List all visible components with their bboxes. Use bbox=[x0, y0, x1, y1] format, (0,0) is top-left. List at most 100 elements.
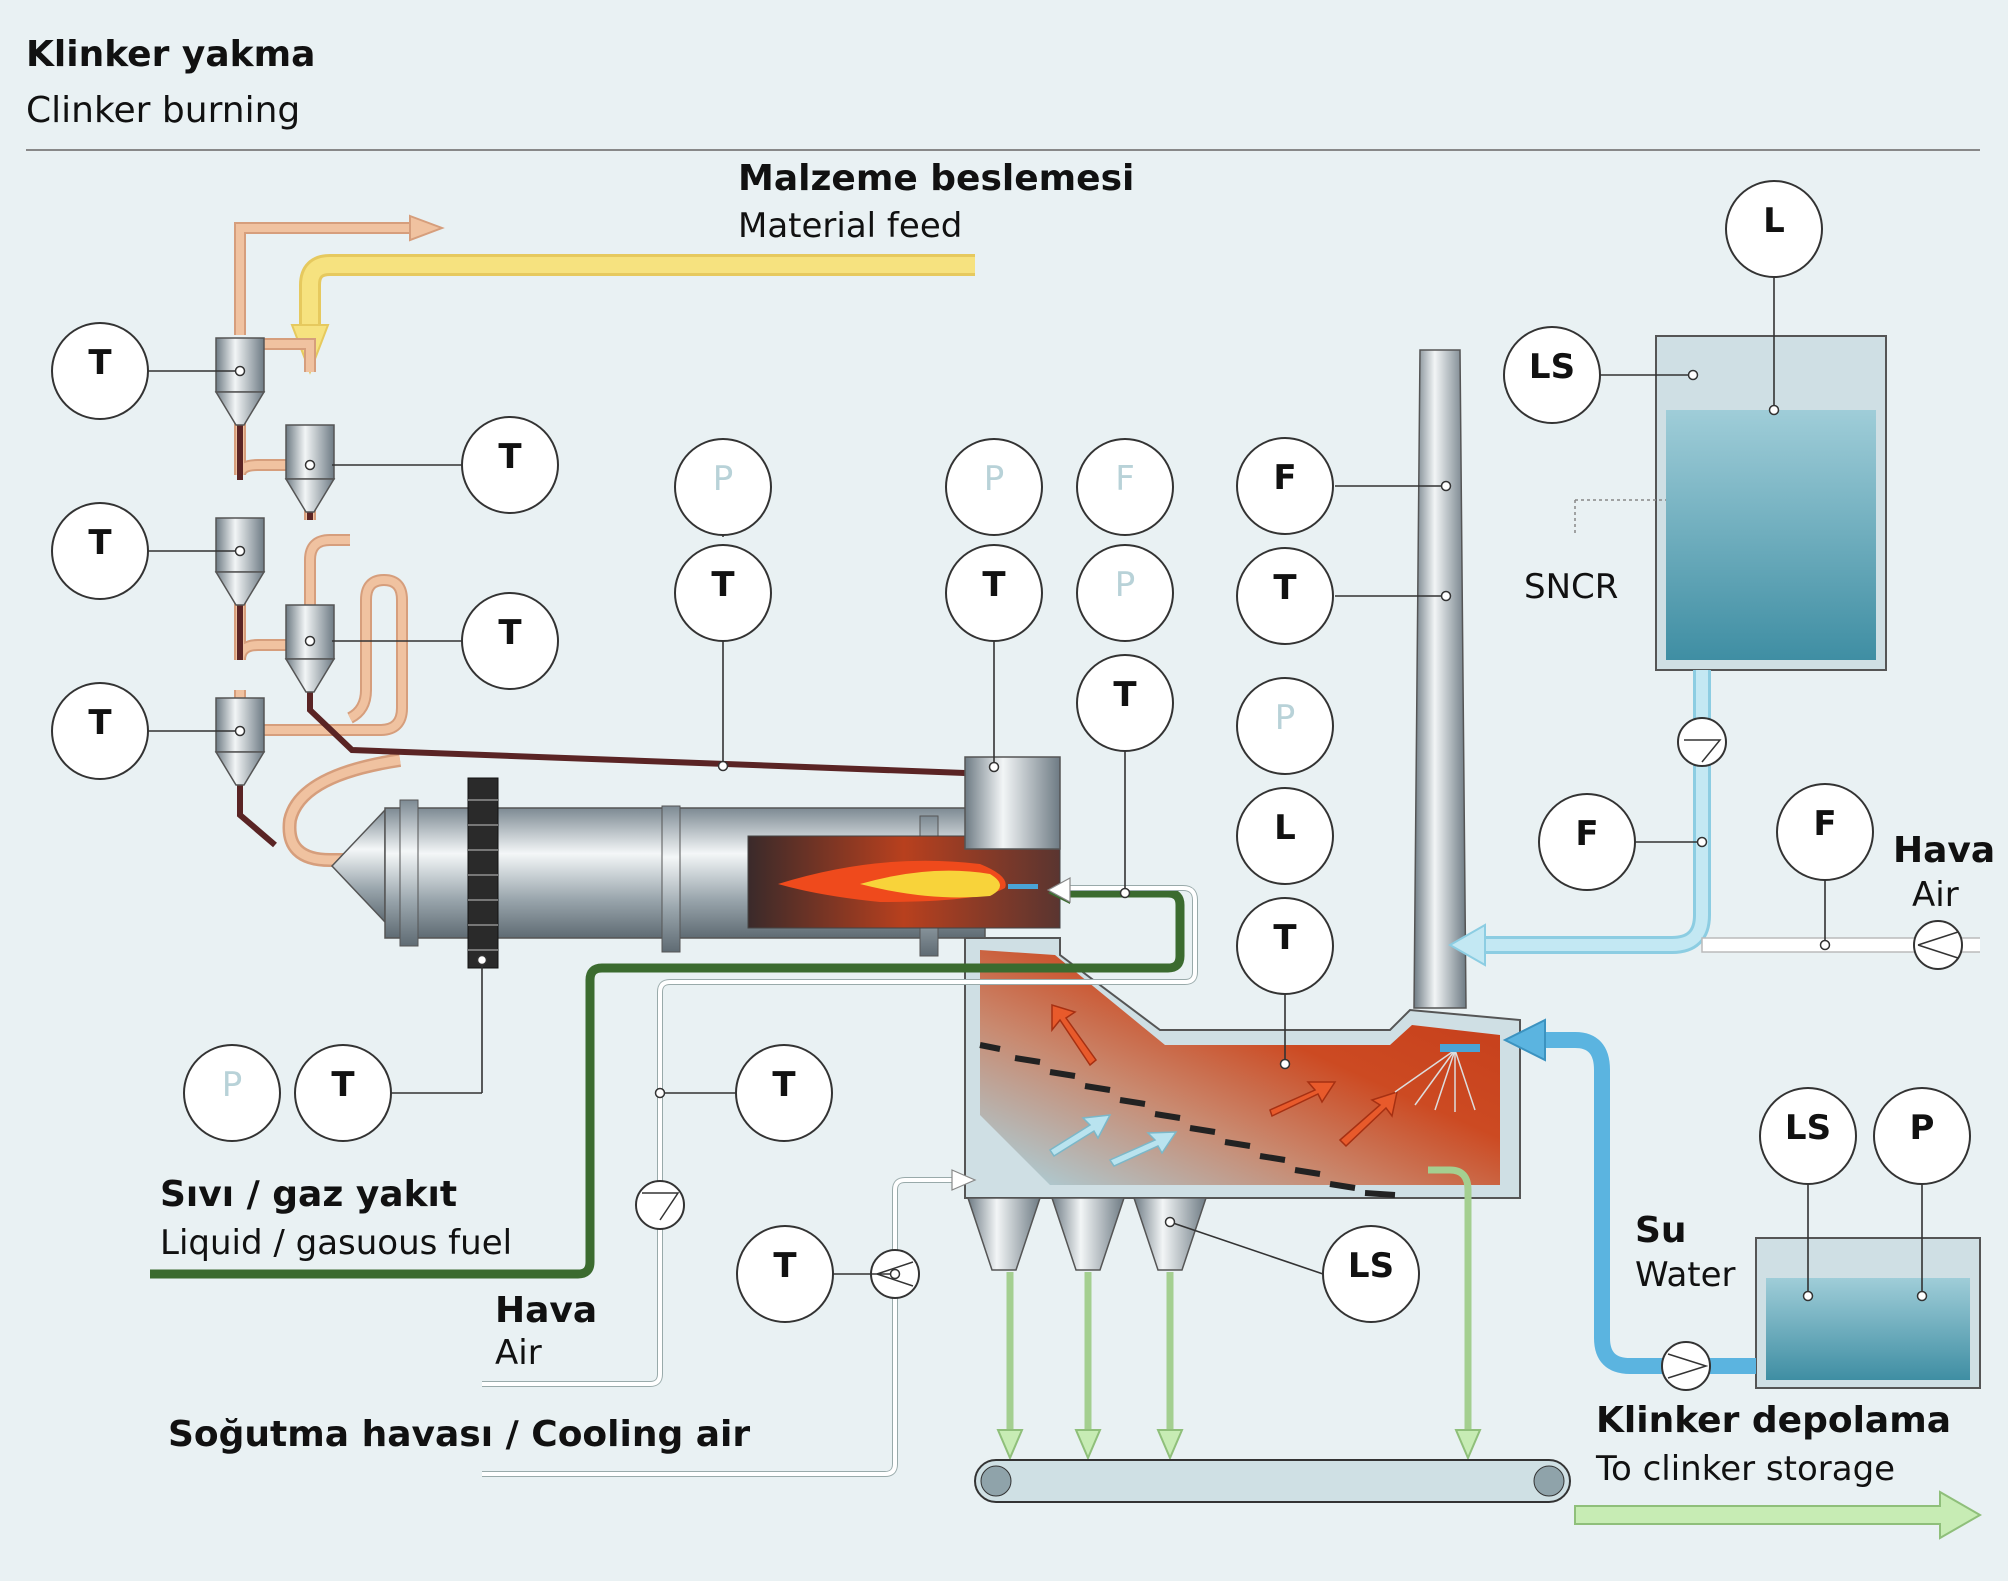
svg-text:F: F bbox=[1813, 804, 1836, 844]
svg-text:T: T bbox=[772, 1065, 796, 1105]
clinker-storage-arrow bbox=[1574, 1490, 1983, 1540]
instrument-t-kiln-hood[interactable]: T bbox=[945, 544, 1043, 642]
air-right-label-tr: Hava bbox=[1893, 830, 1995, 871]
instrument-p-water[interactable]: P bbox=[1873, 1087, 1971, 1185]
instrument-p-drive[interactable]: P bbox=[183, 1044, 281, 1142]
instrument-l-cooler[interactable]: L bbox=[1236, 787, 1334, 885]
cool-air-arrow-2 bbox=[1108, 1131, 1178, 1167]
air-line-right bbox=[1701, 937, 1980, 953]
air-right-label-en: Air bbox=[1912, 875, 1959, 915]
clinker-conveyor bbox=[974, 1459, 1571, 1503]
instrument-leader-lines bbox=[148, 277, 1923, 1300]
instrument-p-kiln-inlet[interactable]: P bbox=[674, 438, 772, 536]
instrument-f-burner[interactable]: F bbox=[1076, 438, 1174, 536]
water-label-en: Water bbox=[1635, 1255, 1736, 1295]
svg-text:P: P bbox=[1910, 1108, 1935, 1148]
instrument-t-burner[interactable]: T bbox=[1076, 654, 1174, 752]
primary-air-line bbox=[482, 876, 1198, 1387]
instrument-p-cooler[interactable]: P bbox=[1236, 677, 1334, 775]
svg-text:T: T bbox=[88, 343, 112, 383]
material-feed-label-en: Material feed bbox=[738, 206, 962, 246]
instrument-t-cyclone-5[interactable]: T bbox=[51, 682, 149, 780]
instrument-t-cooling-air[interactable]: T bbox=[736, 1225, 834, 1323]
material-feed-label-tr: Malzeme beslemesi bbox=[738, 158, 1134, 199]
cyclone-1 bbox=[214, 337, 266, 426]
sncr-nozzle bbox=[1440, 1044, 1480, 1052]
cooling-air-line bbox=[482, 1169, 977, 1477]
svg-text:LS: LS bbox=[1348, 1246, 1394, 1286]
hot-air-arrow-1 bbox=[1051, 1003, 1098, 1067]
svg-text:T: T bbox=[331, 1065, 355, 1105]
burner-flame bbox=[778, 860, 1038, 902]
sncr-spray bbox=[1394, 1049, 1476, 1112]
hot-air-arrow-3 bbox=[1338, 1090, 1398, 1148]
svg-text:P: P bbox=[1275, 698, 1296, 738]
rotary-kiln bbox=[330, 777, 1061, 969]
svg-text:T: T bbox=[1113, 675, 1137, 715]
instrument-l-tank[interactable]: L bbox=[1725, 180, 1823, 278]
kiln-hood bbox=[964, 756, 1061, 850]
svg-text:L: L bbox=[1274, 808, 1296, 848]
svg-text:T: T bbox=[498, 613, 522, 653]
sensor-points bbox=[234, 365, 1928, 1302]
instrument-t-kiln-inlet[interactable]: T bbox=[674, 544, 772, 642]
sncr-reagent-line bbox=[1447, 670, 1711, 967]
exhaust-stack bbox=[1413, 349, 1467, 1009]
svg-text:F: F bbox=[1115, 459, 1135, 499]
svg-text:T: T bbox=[88, 703, 112, 743]
cyclone-3 bbox=[214, 517, 266, 606]
svg-text:T: T bbox=[711, 565, 735, 605]
svg-text:L: L bbox=[1763, 201, 1785, 241]
svg-text:P: P bbox=[222, 1065, 243, 1105]
svg-text:F: F bbox=[1575, 814, 1598, 854]
svg-text:T: T bbox=[88, 523, 112, 563]
fuel-label-en: Liquid / gasuous fuel bbox=[160, 1223, 512, 1263]
hot-meal-line bbox=[237, 420, 966, 848]
svg-text:LS: LS bbox=[1529, 347, 1575, 387]
storage-label-tr: Klinker depolama bbox=[1596, 1400, 1951, 1441]
title-en: Clinker burning bbox=[26, 90, 300, 131]
water-line bbox=[1502, 1018, 1756, 1374]
instrument-ls-hopper[interactable]: LS bbox=[1322, 1225, 1420, 1323]
instrument-t-cyclone-2[interactable]: T bbox=[461, 416, 559, 514]
hot-air-arrow-2 bbox=[1269, 1081, 1337, 1118]
fuel-label-tr: Sıvı / gaz yakıt bbox=[160, 1174, 457, 1215]
instrument-ls-tank[interactable]: LS bbox=[1503, 326, 1601, 424]
instrument-p-kiln-hood[interactable]: P bbox=[945, 438, 1043, 536]
instrument-t-cyclone-3[interactable]: T bbox=[51, 502, 149, 600]
instrument-ls-water[interactable]: LS bbox=[1759, 1087, 1857, 1185]
svg-text:T: T bbox=[982, 565, 1006, 605]
svg-text:T: T bbox=[1273, 568, 1297, 608]
instrument-t-cooler[interactable]: T bbox=[1236, 897, 1334, 995]
svg-text:T: T bbox=[773, 1246, 797, 1286]
storage-label-en: To clinker storage bbox=[1595, 1449, 1895, 1489]
svg-text:F: F bbox=[1273, 458, 1296, 498]
instrument-t-drive[interactable]: T bbox=[294, 1044, 392, 1142]
instrument-t-primary-air[interactable]: T bbox=[735, 1044, 833, 1142]
svg-text:LS: LS bbox=[1785, 1108, 1831, 1148]
clinker-cooler bbox=[964, 937, 1521, 1199]
instrument-f-stack[interactable]: F bbox=[1236, 437, 1334, 535]
cyclone-5 bbox=[214, 697, 266, 786]
instrument-t-stack[interactable]: T bbox=[1236, 547, 1334, 645]
instrument-f-air[interactable]: F bbox=[1776, 783, 1874, 881]
cyclone-4 bbox=[284, 604, 336, 693]
cooling-air-label: Soğutma havası / Cooling air bbox=[168, 1414, 750, 1455]
instrument-t-cyclone-1[interactable]: T bbox=[51, 322, 149, 420]
svg-text:P: P bbox=[984, 459, 1005, 499]
instrument-t-cyclone-4[interactable]: T bbox=[461, 592, 559, 690]
clinker-drop-lines bbox=[1006, 1166, 1472, 1435]
sncr-reagent-tank bbox=[1655, 335, 1887, 671]
water-label-tr: Su bbox=[1635, 1210, 1687, 1251]
svg-text:P: P bbox=[1115, 565, 1136, 605]
instrument-f-water[interactable]: F bbox=[1538, 793, 1636, 891]
reagent-pump bbox=[1677, 717, 1727, 767]
instrument-p-burner[interactable]: P bbox=[1076, 544, 1174, 642]
svg-text:P: P bbox=[713, 459, 734, 499]
cool-air-arrow-1 bbox=[1048, 1114, 1112, 1158]
svg-text:T: T bbox=[1273, 918, 1297, 958]
water-tank bbox=[1755, 1237, 1981, 1389]
water-pump bbox=[1661, 1341, 1711, 1391]
